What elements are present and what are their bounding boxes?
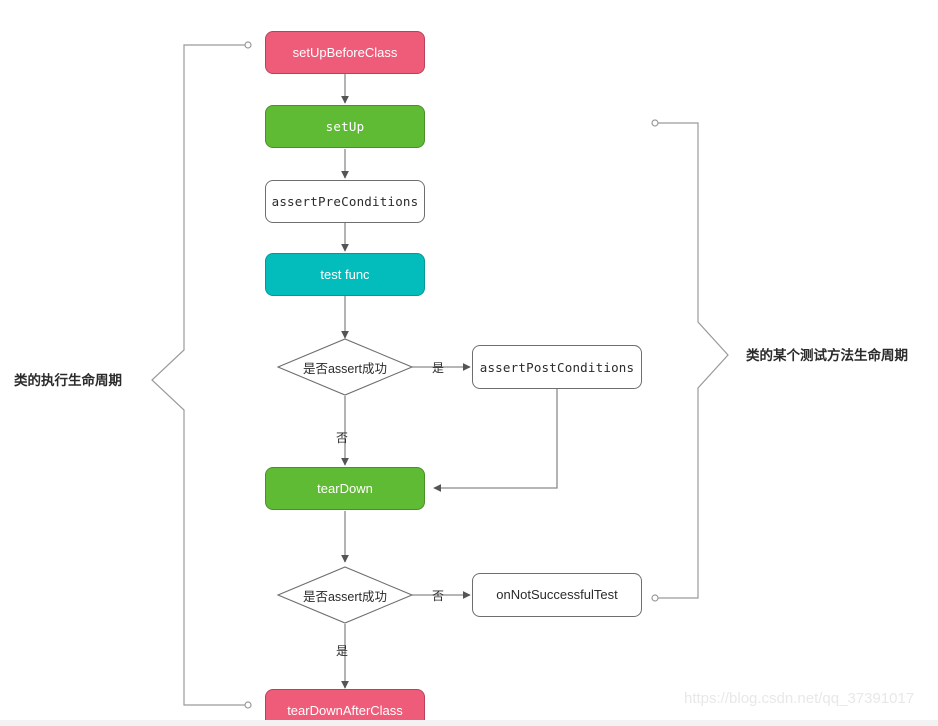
node-on-not-successful-test-label: onNotSuccessfulTest [496,587,618,603]
decision-1-shape [276,338,414,396]
node-setup-before-class[interactable]: setUpBeforeClass [265,31,425,74]
node-teardown-after-class[interactable]: tearDownAfterClass [265,689,425,726]
right-brace-top-connector [651,119,659,127]
edge-label-decision1-no: 否 [336,431,349,445]
edge-label-decision2-no: 否 [432,589,445,603]
watermark-text: https://blog.csdn.net/qq_37391017 [684,690,915,707]
decision-2-shape [276,566,414,624]
node-teardown-label: tearDown [317,480,373,496]
node-test-func-label: test func [320,266,370,282]
bottom-bar [0,720,938,726]
node-teardown[interactable]: tearDown [265,467,425,510]
left-brace-bottom-connector [244,701,252,709]
edge-label-decision1-yes: 是 [432,361,445,375]
right-brace-label: 类的某个测试方法生命周期 [746,348,908,363]
node-assert-post-conditions-label: assertPostConditions [479,359,635,375]
node-test-func[interactable]: test func [265,253,425,296]
left-brace [151,44,246,706]
edge-assertpostconditions-to-teardown [433,389,558,492]
node-teardown-after-class-label: tearDownAfterClass [287,702,403,718]
node-setup[interactable]: setUp [265,105,425,148]
edge-label-decision2-yes: 是 [336,644,349,658]
node-setup-label: setUp [325,119,365,134]
node-assert-pre-conditions[interactable]: assertPreConditions [265,180,425,223]
left-brace-label: 类的执行生命周期 [14,373,122,388]
node-on-not-successful-test[interactable]: onNotSuccessfulTest [472,573,642,617]
right-brace-bottom-connector [651,594,659,602]
node-setup-before-class-label: setUpBeforeClass [292,44,398,60]
node-assert-pre-conditions-label: assertPreConditions [271,194,419,209]
left-brace-top-connector [244,41,252,49]
node-assert-post-conditions[interactable]: assertPostConditions [472,345,642,389]
right-brace [658,122,729,599]
